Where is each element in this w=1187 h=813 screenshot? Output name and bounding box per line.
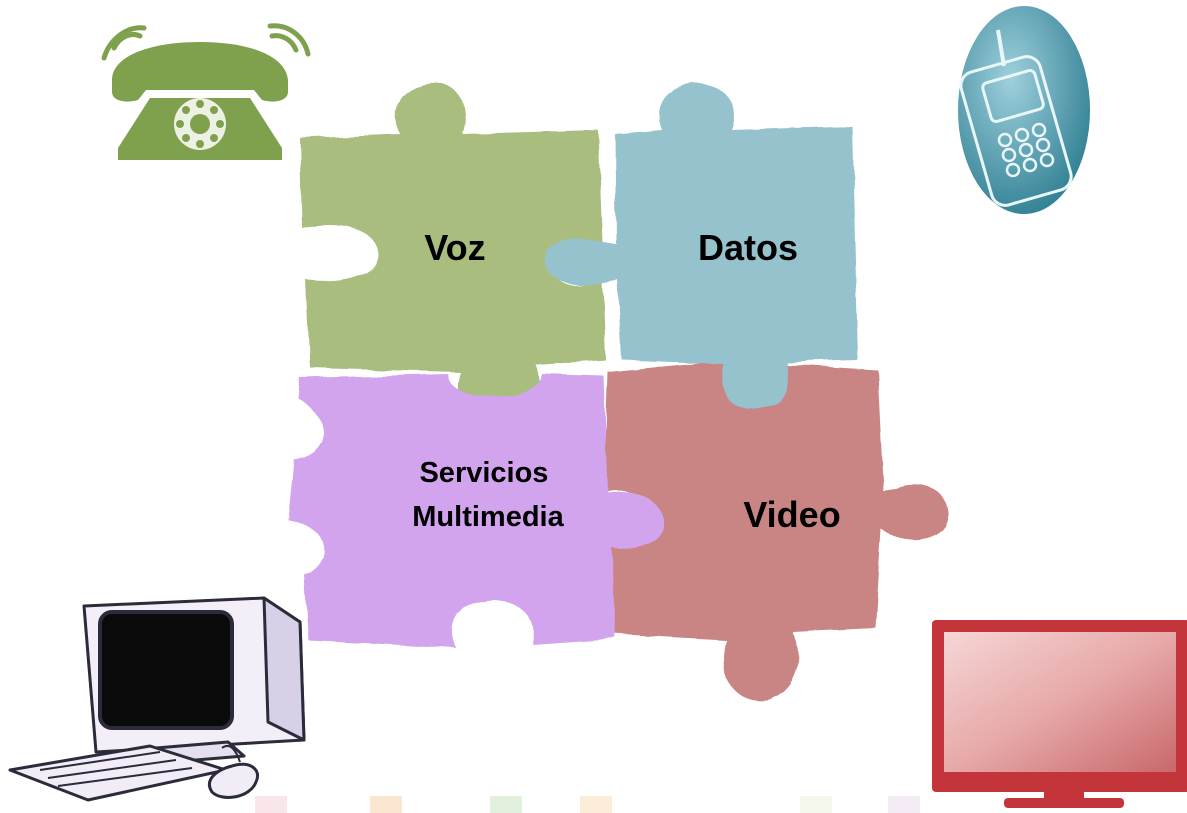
mobile-phone-icon (958, 6, 1090, 214)
footer-color-strip (800, 796, 832, 813)
footer-color-strip (255, 796, 287, 813)
puzzle-label-video: Video (743, 494, 840, 535)
footer-color-strip (888, 796, 920, 813)
puzzle-label-datos: Datos (698, 227, 798, 268)
puzzle-piece-servicios (288, 374, 665, 648)
puzzle-piece-voz (300, 83, 606, 421)
landline-phone-icon (101, 23, 311, 160)
puzzle-piece-video (604, 321, 949, 701)
puzzle-label-voz: Voz (424, 227, 485, 268)
puzzle-label-servicios: Servicios Multimedia (412, 457, 564, 533)
desktop-computer-icon (8, 596, 306, 802)
footer-color-strip (580, 796, 612, 813)
footer-color-strip (370, 796, 402, 813)
footer-color-strip (490, 796, 522, 813)
television-icon (932, 620, 1187, 808)
puzzle-piece-datos (544, 84, 858, 410)
